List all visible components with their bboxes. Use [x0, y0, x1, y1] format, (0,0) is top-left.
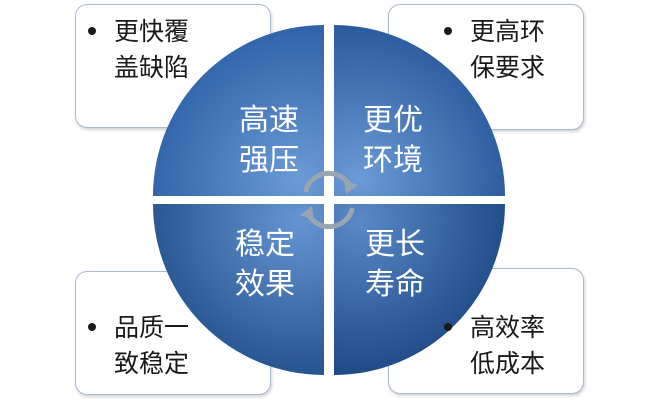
bullet-icon	[444, 323, 452, 331]
cycle-arrows-icon	[303, 170, 355, 230]
quadrant-bottom-left	[153, 204, 324, 375]
quadrant-label-bottom-left: 稳定 效果	[235, 227, 295, 302]
card-text-top-left: 更快覆 盖缺陷	[88, 14, 189, 86]
quadrant-label-top-right: 更优 环境	[363, 103, 423, 178]
quadrant-label-bottom-right: 更长 寿命	[365, 227, 425, 302]
card-text-bottom-right: 高效率 低成本	[444, 310, 545, 382]
quadrant-top-right	[334, 25, 505, 196]
card-text-bottom-left: 品质一 致稳定	[88, 310, 189, 382]
quadrant-label-top-left: 高速 强压	[239, 103, 299, 178]
bullet-icon	[88, 323, 96, 331]
quadrant-top-left	[153, 25, 324, 196]
card-text-top-right: 更高环 保要求	[444, 14, 545, 86]
bullet-icon	[88, 27, 96, 35]
cycle-arrowheads	[300, 180, 358, 220]
bullet-icon	[444, 27, 452, 35]
quadrant-bottom-right	[334, 204, 505, 375]
